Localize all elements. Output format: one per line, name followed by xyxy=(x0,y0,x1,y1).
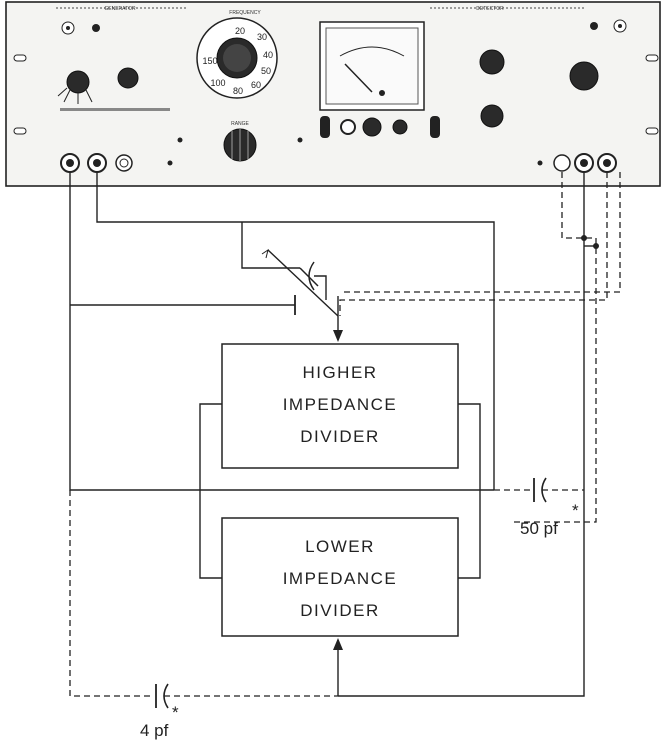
detector-label: DETECTOR xyxy=(476,6,504,12)
rack-slot-right-bottom xyxy=(645,127,659,135)
cap-50pf-mark: * xyxy=(572,501,579,520)
instrument-panel: GENERATOR FREQUENCY DETECTOR 20 30 40 50… xyxy=(5,1,661,187)
higher-impedance-divider: HIGHER IMPEDANCE DIVIDER xyxy=(221,343,459,469)
lower-divider-line3: DIVIDER xyxy=(300,601,379,620)
svg-text:100: 100 xyxy=(210,78,225,88)
svg-text:60: 60 xyxy=(251,80,261,90)
svg-text:50: 50 xyxy=(261,66,271,76)
svg-text:20: 20 xyxy=(235,26,245,36)
generator-switch[interactable] xyxy=(92,24,100,32)
terminal-det-1[interactable] xyxy=(553,154,571,172)
range-label: RANGE xyxy=(231,121,249,127)
generator-label: GENERATOR xyxy=(104,6,136,12)
impedance-knob[interactable] xyxy=(66,70,90,94)
detector-jack[interactable] xyxy=(340,119,356,135)
selectivity-knob[interactable] xyxy=(479,49,505,75)
sensitivity-selector-knob[interactable] xyxy=(569,61,599,91)
higher-divider-line2: IMPEDANCE xyxy=(283,395,398,414)
detector-knob-small[interactable] xyxy=(362,117,382,137)
svg-text:80: 80 xyxy=(233,86,243,96)
rack-slot-left-top xyxy=(13,54,27,62)
svg-text:150: 150 xyxy=(202,56,217,66)
frequency-label: FREQUENCY xyxy=(229,10,261,16)
cap-4pf-mark: * xyxy=(172,703,179,722)
rack-slot-left-bottom xyxy=(13,127,27,135)
lower-divider-box xyxy=(221,517,459,637)
frequency-dial[interactable]: 20 30 40 50 60 80 100 150 xyxy=(196,17,278,99)
detector-knob-2[interactable] xyxy=(392,119,408,135)
detector-meter xyxy=(319,21,425,111)
detector-toggle-1[interactable] xyxy=(320,116,330,138)
cap-4pf-label: 4 pf xyxy=(140,721,169,740)
lower-impedance-divider: LOWER IMPEDANCE DIVIDER xyxy=(221,517,459,637)
rack-slot-right-top xyxy=(645,54,659,62)
wiring xyxy=(69,172,621,709)
lower-divider-line2: IMPEDANCE xyxy=(283,569,398,588)
lower-divider-line1: LOWER xyxy=(305,537,375,556)
higher-divider-line3: DIVIDER xyxy=(300,427,379,446)
power-knob[interactable] xyxy=(117,67,139,89)
cap-50pf-label: 50 pf xyxy=(520,519,558,538)
detector-toggle-2[interactable] xyxy=(430,116,440,138)
meter-needle xyxy=(344,63,373,93)
sensitivity-knob[interactable] xyxy=(480,104,504,128)
svg-text:30: 30 xyxy=(257,32,267,42)
higher-divider-box xyxy=(221,343,459,469)
variable-capacitor xyxy=(261,248,339,317)
svg-text:40: 40 xyxy=(263,50,273,60)
higher-divider-line1: HIGHER xyxy=(302,363,377,382)
